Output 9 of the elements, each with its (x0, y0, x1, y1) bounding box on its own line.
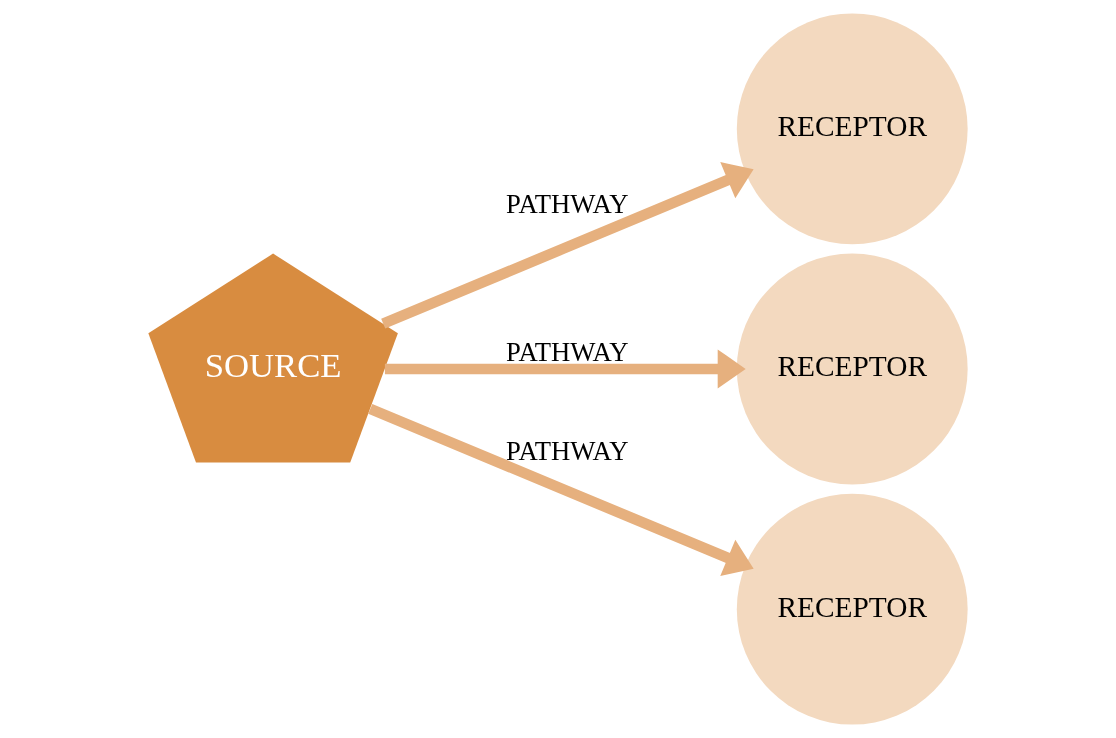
arrow (384, 349, 746, 389)
node-circle: RECEPTOR (736, 493, 968, 725)
arrow (381, 162, 754, 329)
node-circle: RECEPTOR (736, 253, 968, 485)
node-circle: RECEPTOR (736, 13, 968, 245)
edge-label: PATHWAY (506, 336, 629, 367)
edge-label: PATHWAY (506, 188, 629, 219)
edge-label: PATHWAY (506, 435, 629, 466)
arrow (368, 404, 754, 576)
